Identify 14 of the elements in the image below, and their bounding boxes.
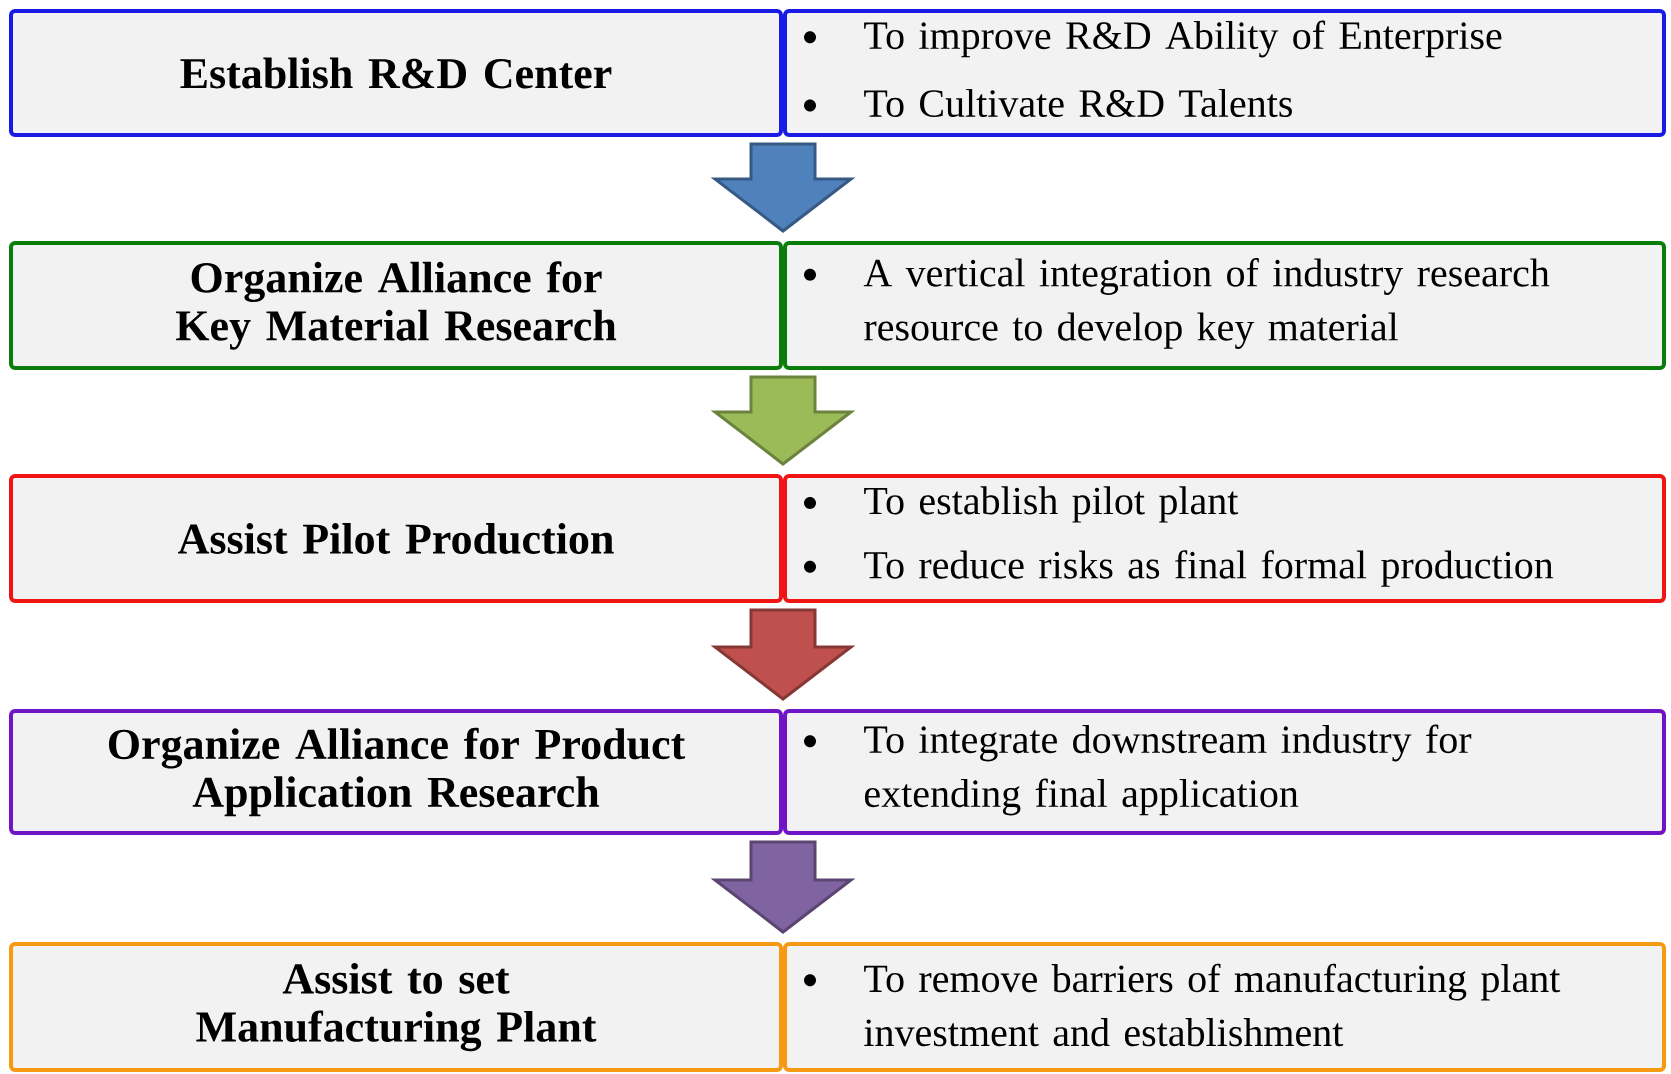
block-arrow (710, 840, 856, 934)
step-box: Organize Alliance for Product Application Research (9, 709, 783, 835)
block-arrow (710, 608, 856, 701)
step-box: Assist Pilot Production (9, 474, 783, 603)
block-arrow (710, 142, 856, 233)
step-box: Establish R&D Center (9, 9, 783, 137)
description-box: To establish pilot plant To reduce risks as final formal production (783, 474, 1666, 603)
description-box: To remove barriers of manufacturing plant investment and establishment (783, 942, 1666, 1072)
description-box: A vertical integration of industry research resource to develop key material (783, 241, 1666, 370)
description-box: To integrate downstream industry for extending final application (783, 709, 1666, 835)
step-box: Assist to set Manufacturing Plant (9, 942, 783, 1072)
description-box: To improve R&D Ability of Enterprise To Cultivate R&D Talents (783, 9, 1666, 137)
step-box: Organize Alliance for Key Material Research (9, 241, 783, 370)
block-arrow (710, 375, 856, 466)
